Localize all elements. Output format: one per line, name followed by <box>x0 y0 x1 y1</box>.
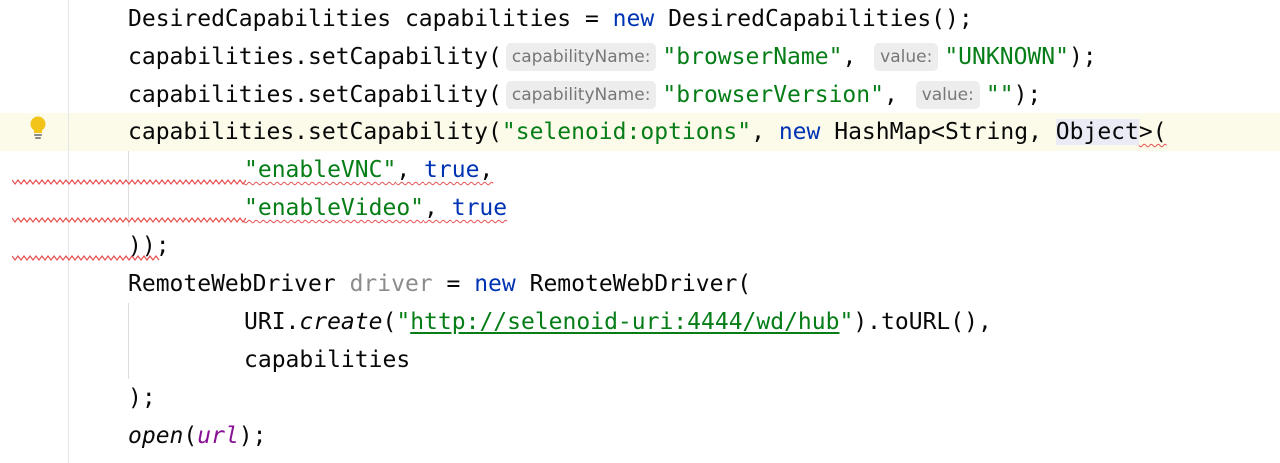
string-literal: "enableVideo" <box>244 195 425 221</box>
error-squiggle <box>12 255 160 261</box>
code-line-10[interactable]: capabilities <box>244 341 410 379</box>
string-literal: "browserVersion" <box>662 82 884 108</box>
closing-paren: ); <box>128 385 156 411</box>
type-name: RemoteWebDriver <box>128 271 350 297</box>
indent-guide <box>128 303 129 379</box>
keyword-true: true <box>451 195 508 221</box>
open-paren: ( <box>382 309 397 335</box>
constructor-call: RemoteWebDriver( <box>515 271 752 297</box>
separator: , <box>883 82 898 108</box>
variable-ref: capabilities <box>244 347 411 373</box>
statement-end: ); <box>238 423 267 449</box>
code-line-9[interactable]: URI.create("http://selenoid-uri:4444/wd/… <box>244 303 992 341</box>
code-line-4[interactable]: capabilities.setCapability("selenoid:opt… <box>128 113 1167 151</box>
field-ref: url <box>197 423 239 449</box>
separator: , <box>842 44 857 70</box>
quote: " <box>396 309 411 335</box>
url-link[interactable]: http://selenoid-uri:4444/wd/hub <box>410 309 840 335</box>
method-call: capabilities.setCapability( <box>128 119 502 145</box>
quote: " <box>839 309 854 335</box>
code-line-5[interactable]: "enableVNC", true, <box>244 151 493 189</box>
separator: , <box>479 157 494 183</box>
code-line-6[interactable]: "enableVideo", true <box>244 189 507 227</box>
variable-decl: capabilities = <box>391 6 613 32</box>
string-literal: "selenoid:options" <box>501 119 752 145</box>
indent-guide <box>128 151 129 227</box>
code-line-11[interactable]: ); <box>128 379 156 417</box>
constructor-call: DesiredCapabilities(); <box>654 6 973 32</box>
closing-parens: )); <box>128 233 170 259</box>
keyword-true: true <box>424 157 480 183</box>
type-name: DesiredCapabilities <box>128 6 392 32</box>
statement-end: ); <box>1013 82 1042 108</box>
lightbulb-icon[interactable] <box>29 116 47 140</box>
unused-variable: driver <box>349 271 433 297</box>
error-squiggle <box>12 217 246 223</box>
open-paren: ( <box>183 423 198 449</box>
separator: , <box>424 195 452 221</box>
method-call: capabilities.setCapability( <box>128 44 502 70</box>
code-line-12[interactable]: open(url); <box>128 417 267 455</box>
statement-end: ); <box>1068 44 1097 70</box>
separator: , <box>751 119 779 145</box>
param-hint-value: value: <box>915 81 980 109</box>
param-hint-value: value: <box>874 43 939 71</box>
keyword-new: new <box>778 119 821 145</box>
gutter-divider <box>68 0 69 463</box>
code-line-3[interactable]: capabilities.setCapability(capabilityNam… <box>128 76 1041 114</box>
static-method: create <box>299 309 383 335</box>
string-literal: "enableVNC" <box>244 157 397 183</box>
error-squiggle <box>12 179 246 185</box>
code-line-2[interactable]: capabilities.setCapability(capabilityNam… <box>128 38 1097 76</box>
code-line-8[interactable]: RemoteWebDriver driver = new RemoteWebDr… <box>128 265 751 303</box>
param-hint-capability-name: capabilityName: <box>505 43 657 71</box>
highlighted-type: Object <box>1055 119 1139 145</box>
string-literal: "" <box>985 82 1014 108</box>
assignment: = <box>432 271 475 297</box>
keyword-new: new <box>612 6 655 32</box>
string-literal: "UNKNOWN" <box>944 44 1069 70</box>
separator: , <box>396 157 425 183</box>
statement-end: >( <box>1138 119 1167 145</box>
param-hint-capability-name: capabilityName: <box>505 81 657 109</box>
code-line-1[interactable]: DesiredCapabilities capabilities = new D… <box>128 0 973 38</box>
code-line-7[interactable]: )); <box>128 227 170 265</box>
static-method: open <box>128 423 184 449</box>
method-chain: ).toURL(), <box>853 309 992 335</box>
keyword-new: new <box>474 271 516 297</box>
class-ref: URI. <box>244 309 300 335</box>
method-call: capabilities.setCapability( <box>128 82 502 108</box>
string-literal: "browserName" <box>662 44 843 70</box>
generic-type: HashMap<String, <box>820 119 1056 145</box>
